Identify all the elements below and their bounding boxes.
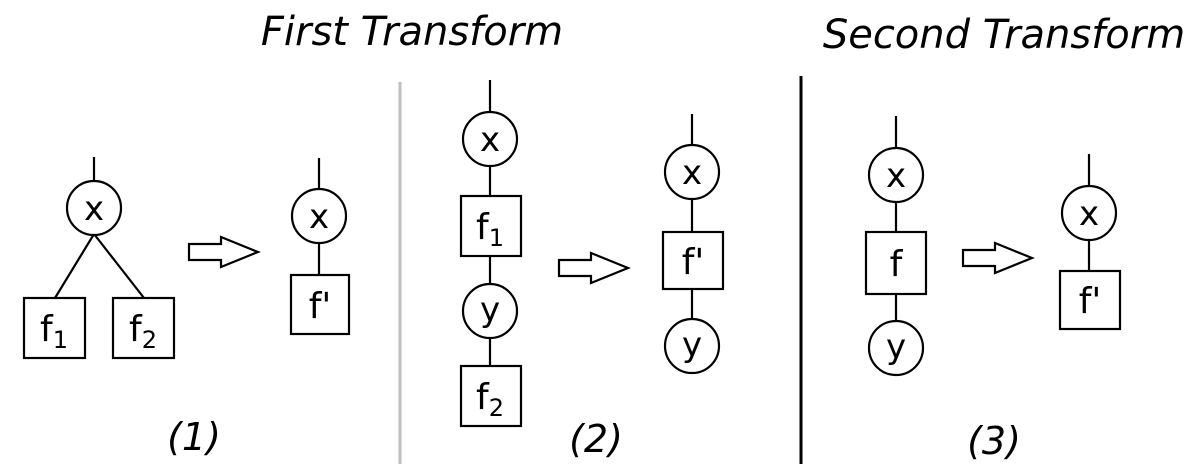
variable-label: y xyxy=(886,327,906,367)
variable-node-x xyxy=(65,179,123,237)
factor-label: f2 xyxy=(129,309,157,354)
variable-node-x xyxy=(290,187,348,245)
first-transform-title: First Transform xyxy=(261,9,563,55)
variable-label: x xyxy=(682,153,702,193)
variable-label: x xyxy=(480,120,500,160)
panel-2: x f1 y f2 x f' y (2) xyxy=(459,80,725,461)
variable-node-x xyxy=(867,146,925,204)
variable-label: y xyxy=(682,325,702,365)
variable-label: x xyxy=(1079,194,1099,234)
right-hollow-arrow-icon xyxy=(557,251,631,285)
variable-node-x xyxy=(663,143,721,201)
factor-label: f1 xyxy=(476,207,504,252)
factor-label: f2 xyxy=(476,377,504,422)
variable-node-y xyxy=(867,319,925,377)
panel-1-caption: (1) xyxy=(167,415,221,459)
factor-label: f' xyxy=(1079,281,1102,322)
right-hollow-arrow-icon xyxy=(187,235,261,269)
variable-node-x xyxy=(1060,184,1118,242)
factor-label: f' xyxy=(309,286,332,327)
panel-3-after-graph: x f' xyxy=(1058,154,1122,331)
variable-label: x xyxy=(84,189,104,229)
second-transform-title: Second Transform xyxy=(823,12,1185,58)
edge xyxy=(93,233,145,299)
edge xyxy=(54,233,95,299)
variable-node-y xyxy=(461,282,519,340)
panel-2-caption: (2) xyxy=(569,417,623,461)
variable-node-x xyxy=(461,110,519,168)
factor-node-f2 xyxy=(111,296,176,360)
factor-node-f1 xyxy=(459,194,523,258)
panel-1-before-graph: x f1 f2 xyxy=(22,157,176,360)
factor-label: f' xyxy=(682,242,705,283)
panel-2-after-graph: x f' y xyxy=(661,114,725,375)
factor-node-f xyxy=(864,230,928,296)
variable-label: x xyxy=(886,156,906,196)
factor-node-f1 xyxy=(22,296,87,360)
panel-1-after-graph: x f' xyxy=(289,158,351,336)
factor-label: f1 xyxy=(40,309,68,354)
factor-node-f2 xyxy=(459,364,523,428)
panel-3-caption: (3) xyxy=(967,419,1021,463)
factor-node-f-prime xyxy=(1058,269,1122,331)
panel-3: x f y x f' (3) xyxy=(864,116,1122,463)
panel-1: x f1 f2 x f' (1) xyxy=(22,157,351,459)
panel-3-before-graph: x f y xyxy=(864,116,928,377)
factor-label: f xyxy=(890,244,904,285)
factor-node-f-prime xyxy=(661,230,725,291)
factor-node-f-prime xyxy=(289,273,351,336)
variable-label: y xyxy=(480,290,500,330)
variable-label: x xyxy=(309,197,329,237)
variable-node-y xyxy=(663,317,721,375)
panel-2-before-graph: x f1 y f2 xyxy=(459,80,523,428)
right-hollow-arrow-icon xyxy=(961,241,1035,275)
